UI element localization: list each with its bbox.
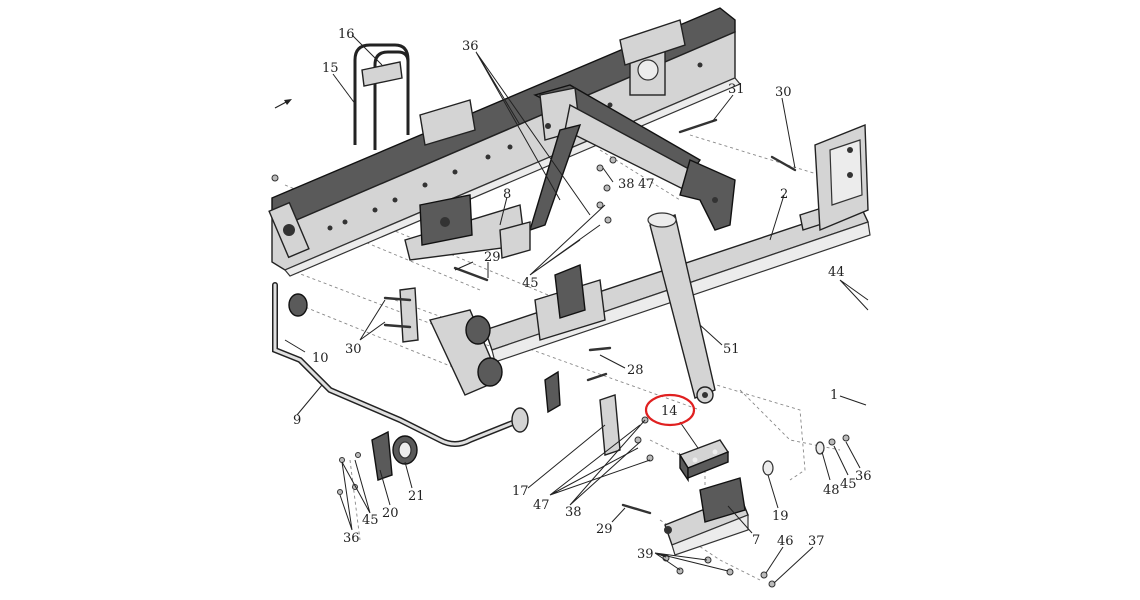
- callout-47: 47: [638, 177, 655, 192]
- callout-29: 29: [484, 250, 501, 265]
- u-bolt: [353, 43, 410, 150]
- block-14: [678, 439, 730, 483]
- highlight-circle: [644, 393, 696, 427]
- stabilizer-bar: [272, 282, 529, 447]
- callout-16: 16: [338, 27, 355, 42]
- callout-21: 21: [408, 489, 425, 504]
- callout-44: 44: [828, 265, 845, 280]
- callout-37: 37: [808, 534, 825, 549]
- callout-2: 2: [780, 187, 788, 202]
- leader-lines: [284, 34, 869, 584]
- callout-19: 19: [772, 509, 789, 524]
- direction-arrow-icon: [274, 99, 292, 109]
- callout-7: 7: [752, 533, 760, 548]
- callout-36-right: 36: [855, 469, 872, 484]
- clamp-21: [371, 430, 418, 481]
- callout-38: 38: [618, 177, 635, 192]
- frame-bracket-right: [814, 123, 869, 232]
- spring-hanger: [399, 287, 503, 396]
- callout-20: 20: [382, 506, 399, 521]
- callout-36: 36: [462, 39, 479, 54]
- callout-36-lower: 36: [343, 531, 360, 546]
- callout-51: 51: [723, 342, 740, 357]
- callout-30-left: 30: [345, 342, 362, 357]
- callout-47-lower: 47: [533, 498, 550, 513]
- callout-9: 9: [293, 413, 301, 428]
- callout-45: 45: [522, 276, 539, 291]
- callout-1: 1: [830, 388, 838, 403]
- callout-10: 10: [312, 351, 329, 366]
- callout-31: 31: [728, 82, 745, 97]
- callout-8: 8: [503, 187, 511, 202]
- bracket-7: [664, 477, 749, 556]
- plate-17: [544, 370, 621, 456]
- callout-29-lower: 29: [596, 522, 613, 537]
- callout-45-right: 45: [840, 477, 857, 492]
- callout-38-lower: 38: [565, 505, 582, 520]
- callout-30: 30: [775, 85, 792, 100]
- callout-46: 46: [777, 534, 794, 549]
- callout-15: 15: [322, 61, 339, 76]
- callout-17: 17: [512, 484, 529, 499]
- bolts: [383, 118, 797, 515]
- spring-bracket-8: [404, 194, 531, 261]
- shock-absorber: [647, 212, 716, 404]
- callout-48: 48: [823, 483, 840, 498]
- callout-14: 14: [661, 404, 678, 419]
- callout-labels: 16 15 36 31 30 38 47 8 2 29 45 44 30 10 …: [293, 27, 872, 562]
- callout-39: 39: [637, 547, 654, 562]
- callout-45-lower: 45: [362, 513, 379, 528]
- callout-28: 28: [627, 363, 644, 378]
- cross-member: [528, 84, 736, 232]
